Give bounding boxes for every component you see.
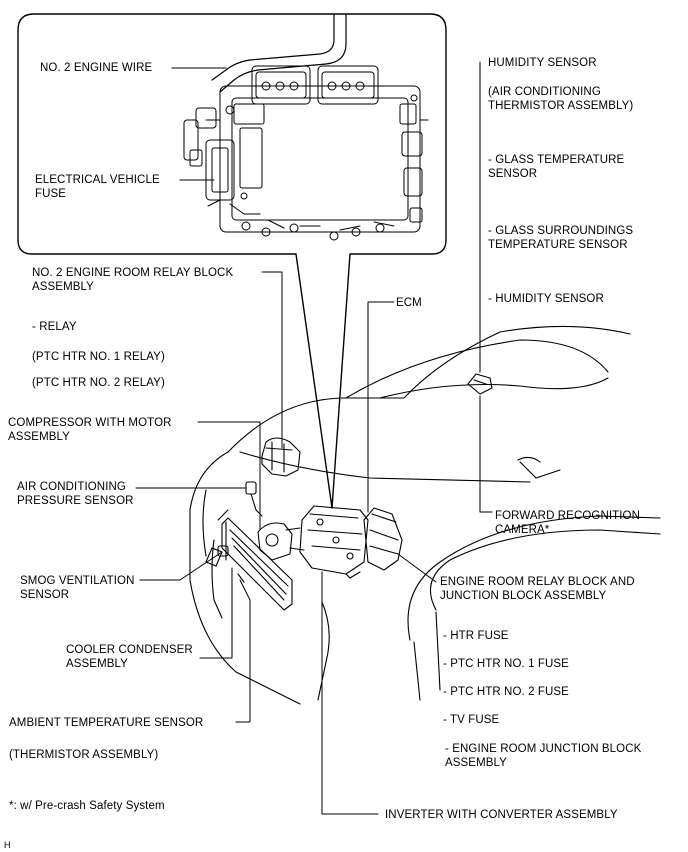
corner-mark: H: [4, 840, 11, 850]
label-humidity-sensor: HUMIDITY SENSOR: [488, 57, 597, 69]
label-relay-block: NO. 2 ENGINE ROOM RELAY BLOCK ASSEMBLY: [32, 267, 234, 293]
label-junction-block: ENGINE ROOM RELAY BLOCK AND JUNCTION BLO…: [440, 576, 635, 602]
smog-sensor-part: [217, 545, 229, 557]
compressor-part: [257, 522, 305, 561]
label-ecm: ECM: [396, 297, 422, 309]
label-forward-camera: FORWARD RECOGNITION CAMERA*: [495, 510, 641, 536]
footnote: *: w/ Pre-crash Safety System: [9, 800, 165, 812]
inset-junction-detail: [183, 65, 429, 241]
label-no2-engine-wire: NO. 2 ENGINE WIRE: [40, 62, 153, 74]
leader-lines: [135, 61, 493, 815]
label-ptc1-fuse: - PTC HTR NO. 1 FUSE: [443, 658, 569, 670]
label-glass-temperature: - GLASS TEMPERATURE SENSOR: [488, 154, 625, 180]
label-ev-fuse: ELECTRICAL VEHICLE FUSE: [35, 174, 160, 200]
label-pressure-sensor: AIR CONDITIONING PRESSURE SENSOR: [17, 481, 134, 507]
condenser-part: [221, 517, 293, 611]
junction-block-part: [363, 507, 403, 571]
label-erj-block: - ENGINE ROOM JUNCTION BLOCK ASSEMBLY: [445, 743, 642, 769]
relay-block-part: [261, 437, 301, 477]
label-humidity-sub: (AIR CONDITIONING THERMISTOR ASSEMBLY): [488, 86, 634, 112]
humidity-sensor-part: [467, 373, 493, 395]
label-ptc1-relay: (PTC HTR NO. 1 RELAY): [32, 351, 165, 363]
label-thermistor: (THERMISTOR ASSEMBLY): [9, 749, 159, 761]
label-relay-item: - RELAY: [32, 321, 77, 333]
inverter-part: [299, 505, 369, 579]
label-ambient-sensor: AMBIENT TEMPERATURE SENSOR: [9, 717, 204, 729]
label-ptc2-fuse: - PTC HTR NO. 2 FUSE: [443, 686, 569, 698]
vehicle-outline: [189, 325, 661, 705]
label-htr-fuse: - HTR FUSE: [443, 630, 509, 642]
label-inverter: INVERTER WITH CONVERTER ASSEMBLY: [385, 809, 618, 821]
inset-wire-harness: [211, 13, 347, 93]
label-cooler-condenser: COOLER CONDENSER ASSEMBLY: [66, 644, 193, 670]
label-tv-fuse: - TV FUSE: [443, 714, 500, 726]
label-compressor: COMPRESSOR WITH MOTOR ASSEMBLY: [8, 417, 172, 443]
label-ptc2-relay: (PTC HTR NO. 2 RELAY): [32, 377, 165, 389]
label-smog-sensor: SMOG VENTILATION SENSOR: [20, 575, 135, 601]
label-humidity-item: - HUMIDITY SENSOR: [488, 293, 604, 305]
label-glass-surroundings: - GLASS SURROUNDINGS TEMPERATURE SENSOR: [488, 225, 634, 251]
detail-inset-frame: [17, 13, 447, 509]
